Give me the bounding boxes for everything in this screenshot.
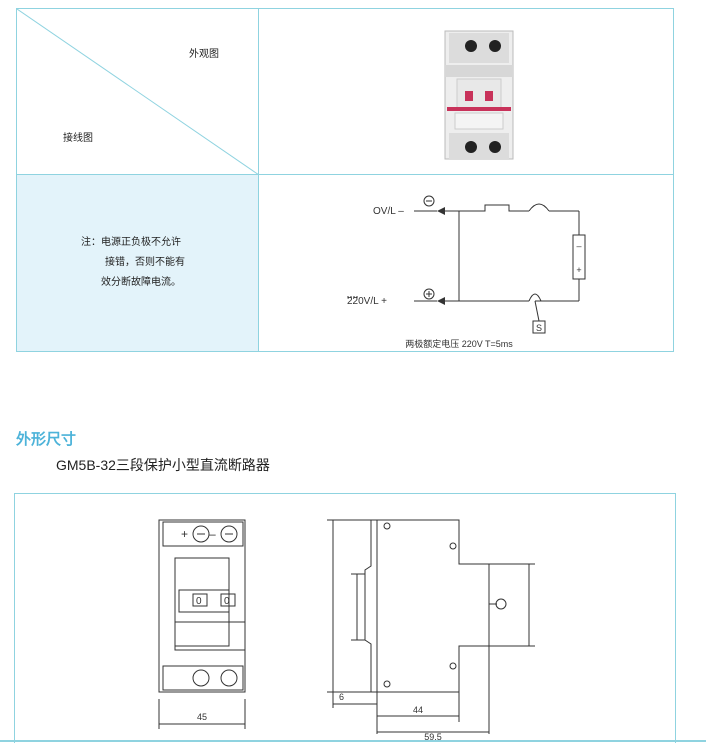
dim-side-small: 6 — [339, 692, 344, 702]
dim-side-total: 59.5 — [424, 732, 442, 742]
wiring-diagram-cell: S OV/L – 220V/L + – + 两极额定电压 220V T=5ms — [259, 175, 673, 351]
wiring-diagram: S OV/L – 220V/L + – + 两极额定电压 220V T=5ms — [347, 195, 586, 349]
dimension-drawing-box: + – 0 0 45 — [14, 493, 676, 743]
minus-symbol: – — [576, 241, 581, 251]
note-line-2: 接错，否则不能有 — [105, 257, 185, 268]
diagonal-line — [17, 9, 259, 175]
wiring-header: 接线图 — [63, 133, 93, 144]
spec-table: 外观图 接线图 注：电源正负极不允许 接错，否则不能有 效分断故障电流。 — [16, 8, 674, 352]
switch-label: S — [536, 323, 542, 333]
top-terminal-label: OV/L – — [373, 206, 404, 217]
dimension-drawing: + – 0 0 45 — [158, 519, 535, 742]
product-subtitle: GM5B-32三段保护小型直流断路器 — [56, 457, 270, 473]
appearance-header: 外观图 — [189, 49, 219, 60]
dim-side-mid: 44 — [413, 705, 423, 715]
front-minus: – — [209, 527, 216, 541]
bottom-border — [0, 740, 706, 742]
note-text: 注：电源正负极不允许 接错，否则不能有 效分断故障电流。 — [81, 233, 221, 293]
dim-width-front: 45 — [197, 712, 207, 722]
front-plus: + — [181, 527, 188, 541]
product-photo-cell — [259, 9, 673, 175]
toggle-right: 0 — [224, 596, 230, 607]
note-cell: 注：电源正负极不允许 接错，否则不能有 效分断故障电流。 — [17, 175, 259, 351]
breaker-photo — [444, 30, 514, 160]
section-title: 外形尺寸 — [16, 431, 77, 448]
wiring-caption: 两极额定电压 220V T=5ms — [405, 338, 513, 349]
toggle-left: 0 — [196, 596, 202, 607]
plus-symbol: + — [576, 265, 581, 275]
header-diagonal-cell: 外观图 接线图 — [17, 9, 259, 175]
bottom-terminal-label: 220V/L + — [347, 296, 387, 307]
note-line-3: 效分断故障电流。 — [101, 277, 181, 288]
note-line-1: 注：电源正负极不允许 — [81, 237, 181, 248]
